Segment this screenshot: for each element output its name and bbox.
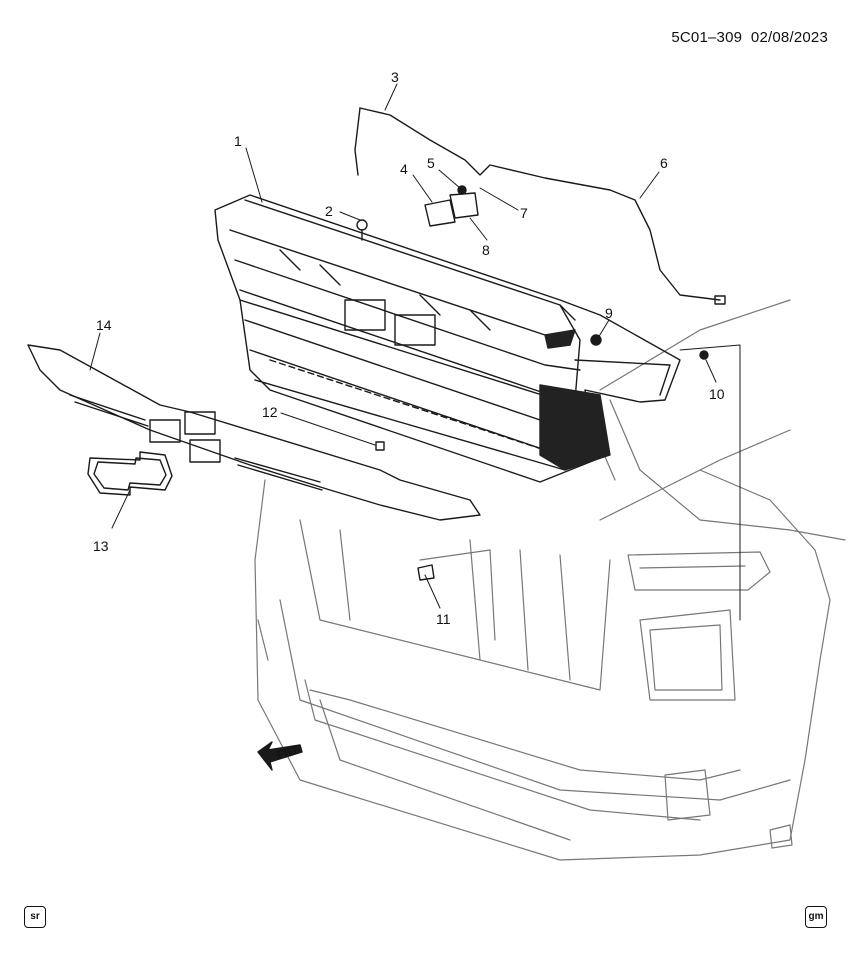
diagram-header: 5C01–309 02/08/2023: [650, 29, 828, 46]
callout-13: 13: [93, 538, 109, 554]
grille-assembly: [214, 194, 681, 483]
vehicle-front-body: [254, 299, 846, 861]
callout-11: 11: [436, 611, 451, 627]
front-direction-arrow-icon: [257, 741, 303, 771]
callout-8: 8: [482, 242, 490, 258]
callout-7: 7: [520, 205, 528, 221]
diagram-code: 5C01–309: [671, 29, 743, 46]
frt-label: FRT: [276, 744, 300, 762]
sr-badge: sr: [24, 906, 46, 928]
fasteners: [356, 185, 709, 581]
callout-2: 2: [325, 203, 333, 219]
callout-10: 10: [709, 386, 725, 402]
callout-5: 5: [427, 155, 435, 171]
grille-molding: [27, 344, 481, 521]
camera-wiring-harness: [354, 107, 726, 305]
callout-3: 3: [391, 69, 399, 85]
callout-1: 1: [234, 133, 242, 149]
callout-leaders: [89, 83, 741, 621]
callout-12: 12: [262, 404, 278, 420]
callout-9: 9: [605, 305, 613, 321]
bowtie-emblem: [87, 451, 173, 496]
camera-bracket: [424, 192, 479, 227]
callout-6: 6: [660, 155, 668, 171]
callout-14: 14: [96, 317, 112, 333]
diagram-date: 02/08/2023: [750, 29, 828, 46]
callout-4: 4: [400, 161, 408, 177]
gm-logo: gm: [805, 906, 827, 928]
callout-labels: 1 2 3 4 5 6 7 8 9 10 11 12 13 14 FRT: [93, 69, 725, 762]
